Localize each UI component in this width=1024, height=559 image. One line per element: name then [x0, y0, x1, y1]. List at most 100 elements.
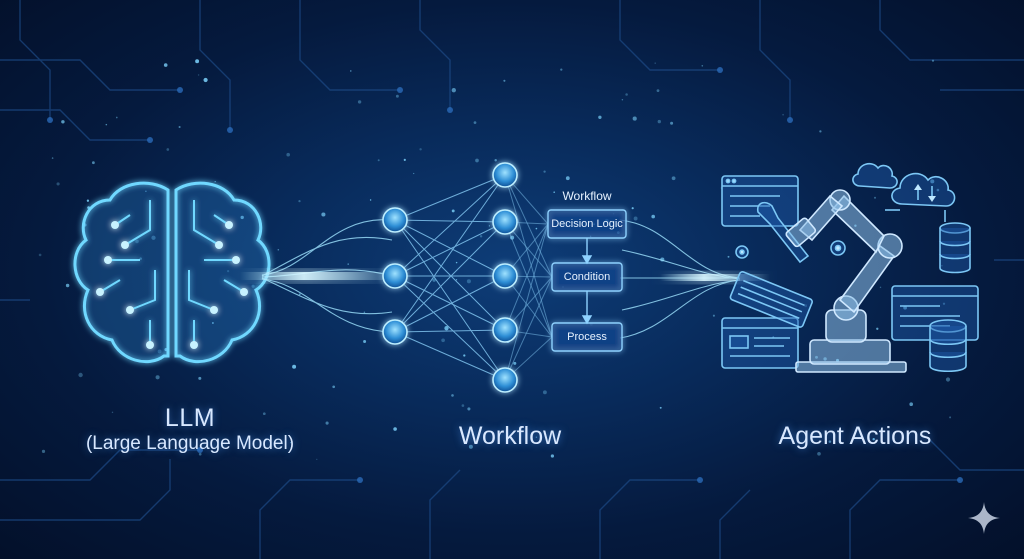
network-edge	[504, 223, 549, 381]
particle-dot	[782, 113, 784, 116]
particle-dot	[468, 444, 473, 449]
particle-dot	[455, 279, 458, 281]
particle-dot	[654, 62, 656, 64]
particle-dot	[65, 283, 70, 288]
particle-dot	[350, 70, 352, 72]
particle-dot	[560, 68, 563, 71]
particle-dot	[828, 440, 832, 443]
brain-icon	[73, 181, 271, 364]
neural-network-icon	[382, 162, 518, 393]
particle-dot	[565, 176, 570, 181]
particle-dot	[363, 340, 367, 343]
network-node	[382, 207, 408, 233]
particle-dot	[198, 376, 202, 380]
particle-dot	[197, 74, 200, 76]
particle-dot	[633, 216, 638, 221]
particle-dot	[550, 454, 555, 458]
sparkle-icon	[968, 502, 1000, 534]
workflow-caption: Workflow	[458, 422, 562, 450]
llm-subtitle: (Large Language Model)	[85, 433, 295, 454]
particle-dot	[41, 449, 46, 453]
agent-actions-caption: Agent Actions	[778, 422, 932, 450]
particle-dot	[659, 406, 662, 409]
particle-dot	[178, 125, 181, 129]
particle-dot	[553, 191, 556, 194]
particle-dot	[195, 59, 200, 64]
particle-dot	[413, 172, 415, 175]
particle-dot	[214, 180, 216, 183]
particle-dot	[265, 438, 268, 441]
particle-dot	[930, 179, 935, 184]
step-process: Process	[567, 331, 607, 343]
network-edge	[504, 223, 549, 331]
particle-dot	[712, 314, 715, 317]
neural-network-edges	[394, 174, 553, 381]
network-edge	[394, 329, 506, 333]
particle-dot	[432, 278, 436, 282]
step-decision-logic: Decision Logic	[551, 218, 623, 230]
step-condition: Condition	[563, 271, 611, 283]
particle-dot	[38, 253, 42, 257]
particle-dot	[395, 94, 399, 98]
particle-dot	[945, 377, 951, 382]
particle-dot	[357, 100, 362, 104]
network-edge	[394, 219, 506, 331]
particle-dot	[419, 148, 422, 151]
particle-dot	[56, 182, 60, 186]
particle-dot	[86, 199, 90, 202]
network-node	[382, 263, 408, 289]
gear-icon	[830, 240, 846, 256]
particle-dot	[461, 404, 465, 407]
particle-dot	[535, 436, 538, 438]
cloud-icon	[852, 162, 898, 189]
network-edge	[504, 221, 553, 338]
particle-dot	[198, 452, 202, 456]
particle-dot	[488, 225, 491, 227]
particle-dot	[513, 361, 517, 365]
particle-dot	[494, 159, 497, 162]
network-node	[382, 319, 408, 345]
particle-dot	[479, 235, 483, 238]
particle-dot	[909, 402, 913, 407]
particle-dot	[657, 119, 661, 124]
particle-dot	[444, 326, 449, 331]
particle-dot	[671, 176, 676, 181]
particle-dot	[874, 196, 876, 199]
particle-dot	[872, 437, 875, 441]
workflow-panel-heading: Workflow	[562, 189, 612, 203]
circuit-nodes	[47, 67, 963, 483]
network-node	[492, 263, 518, 289]
network-edge	[394, 174, 506, 221]
particle-dot	[455, 261, 458, 264]
particle-dot	[819, 130, 822, 133]
particle-dot	[651, 214, 655, 219]
particle-dot	[262, 412, 266, 416]
particle-dot	[451, 88, 456, 93]
network-edge	[394, 174, 506, 333]
network-node	[492, 367, 518, 393]
network-edge	[504, 275, 553, 338]
network-edge	[504, 276, 553, 381]
particle-dot	[542, 390, 547, 395]
particle-dot	[656, 89, 660, 92]
particle-dot	[463, 354, 466, 357]
gear-icon	[735, 245, 749, 259]
network-edge	[394, 221, 506, 277]
particle-dot	[325, 421, 329, 425]
network-edge	[394, 219, 506, 277]
llm-title: LLM	[164, 404, 216, 432]
network-edge	[394, 219, 506, 381]
particle-dot	[298, 293, 301, 296]
particle-dot	[92, 161, 95, 165]
particle-dot	[369, 199, 372, 201]
particle-dot	[804, 304, 808, 308]
network-edge	[504, 174, 553, 278]
particle-dot	[155, 375, 160, 380]
particle-dot	[286, 152, 290, 157]
particle-dot	[321, 212, 326, 217]
network-node	[492, 209, 518, 235]
cloud-sync-icon	[891, 172, 956, 207]
